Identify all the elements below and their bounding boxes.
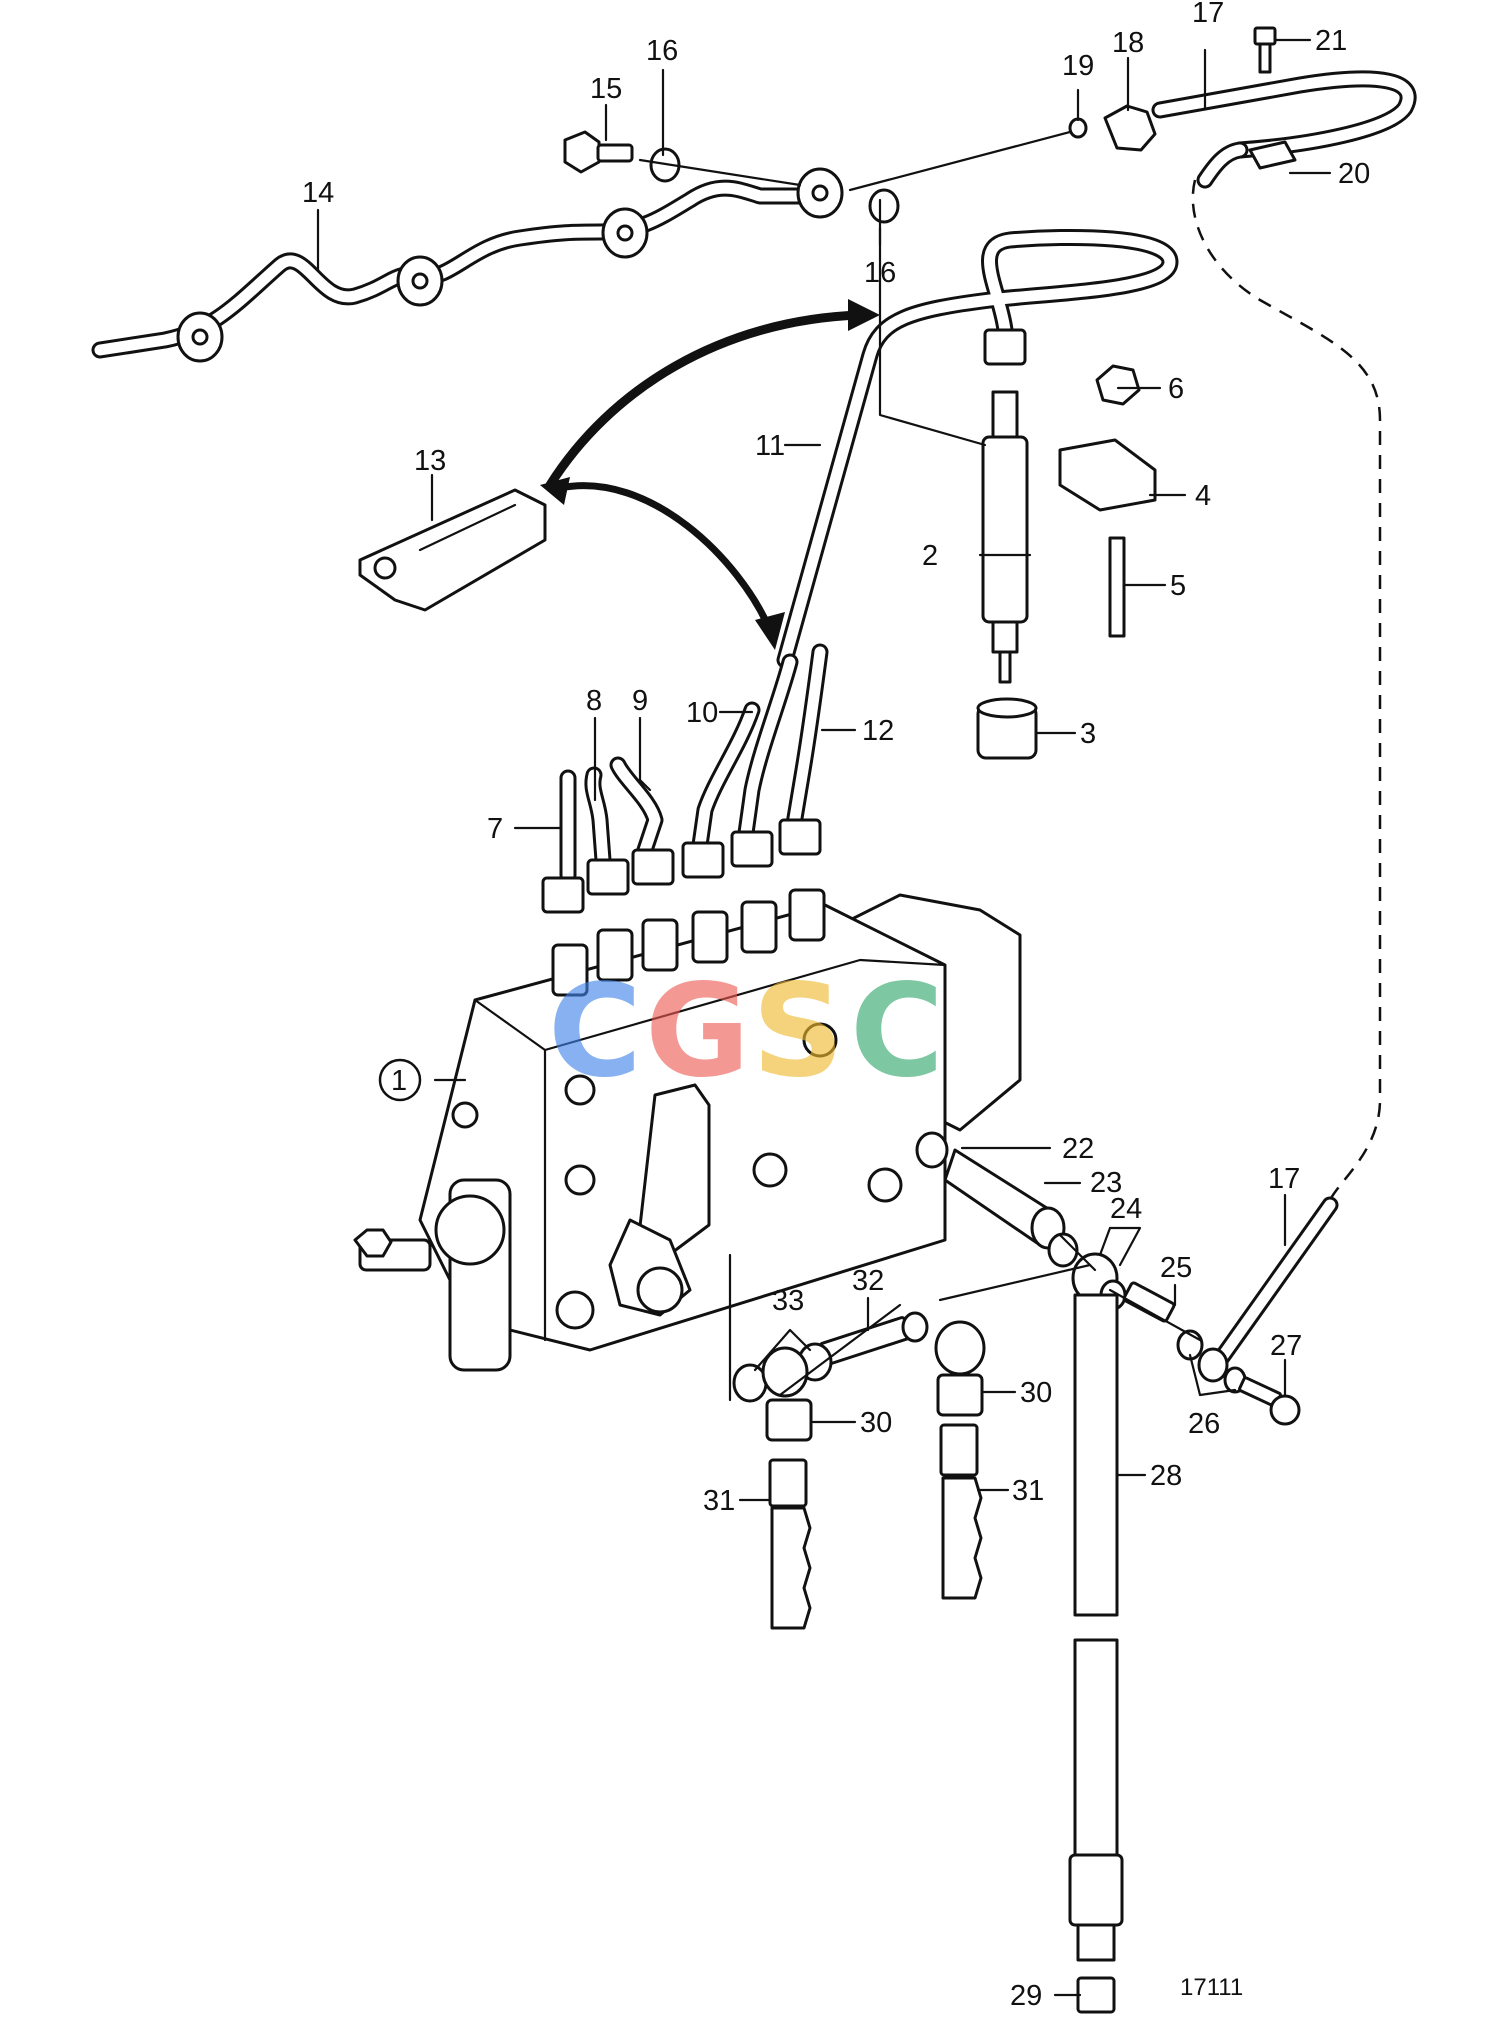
label-21: 21 [1315, 25, 1347, 57]
label-31-right: 31 [1012, 1475, 1044, 1507]
label-2: 2 [922, 540, 938, 572]
return-pipe-17-top [1151, 70, 1417, 189]
part-labels: 1 2 3 4 5 6 7 8 9 10 11 12 13 14 15 16 1… [302, 0, 1370, 2012]
bracket-13 [358, 488, 547, 612]
washer-24a [1047, 1232, 1079, 1268]
seal-19 [1068, 117, 1088, 139]
bolt-25 [1122, 1281, 1176, 1323]
label-27: 27 [1270, 1330, 1302, 1362]
label-28: 28 [1150, 1460, 1182, 1492]
nut-18 [1103, 104, 1157, 152]
injection-pipes-7-12 [559, 643, 829, 884]
watermark-c2: C [850, 957, 944, 1106]
label-31-left: 31 [703, 1485, 735, 1517]
label-30-left: 30 [860, 1407, 892, 1439]
washer-33a [732, 1363, 768, 1403]
label-7: 7 [487, 813, 503, 845]
label-19: 19 [1062, 50, 1094, 82]
leader-lines [316, 38, 1332, 1997]
nipple-29 [1076, 1976, 1116, 2014]
hose-nipple-31-left [768, 1458, 812, 1630]
label-4: 4 [1195, 480, 1211, 512]
screw-21 [1253, 26, 1277, 74]
pipe-nuts [541, 818, 822, 914]
overflow-valve-23 [943, 1148, 1066, 1250]
label-23: 23 [1090, 1167, 1122, 1199]
banjo-bolt-15 [563, 130, 634, 174]
assembly-arrows [540, 299, 880, 650]
hose-nipple-31-right [939, 1423, 983, 1600]
bolt-27 [1238, 1376, 1301, 1426]
label-1-circle [378, 1058, 422, 1102]
washer-22 [915, 1131, 949, 1169]
label-20: 20 [1338, 158, 1370, 190]
watermark: C G S C [548, 957, 944, 1106]
label-18: 18 [1112, 27, 1144, 59]
label-12: 12 [862, 715, 894, 747]
label-24: 24 [1110, 1193, 1142, 1225]
label-9: 9 [632, 685, 648, 717]
label-25: 25 [1160, 1252, 1192, 1284]
delivery-valves [551, 888, 826, 997]
hose-28 [1068, 1293, 1124, 2014]
label-16-upper: 16 [646, 35, 678, 67]
label-32: 32 [852, 1265, 884, 1297]
label-13: 13 [414, 445, 446, 477]
watermark-g: G [645, 957, 750, 1106]
label-3: 3 [1080, 718, 1096, 750]
injection-pump-1 [353, 893, 1022, 1372]
nut-6 [1095, 364, 1141, 406]
label-5: 5 [1170, 570, 1186, 602]
label-17-upper: 17 [1192, 0, 1224, 29]
label-15: 15 [590, 73, 622, 105]
label-22: 22 [1062, 1133, 1094, 1165]
banjo-bolt-32 [818, 1311, 929, 1366]
clamp-4 [1058, 438, 1157, 512]
label-8: 8 [586, 685, 602, 717]
nut-30-right [936, 1373, 984, 1417]
sleeve-3 [976, 697, 1038, 760]
routing-dashed-line [1191, 179, 1382, 1201]
label-14: 14 [302, 177, 334, 209]
watermark-s: S [752, 957, 844, 1106]
label-11: 11 [755, 430, 785, 462]
label-33: 33 [772, 1285, 804, 1317]
watermark-c1: C [548, 957, 642, 1106]
clamp-20 [1248, 140, 1297, 170]
label-26: 26 [1188, 1408, 1220, 1440]
leak-off-pipe [91, 167, 844, 363]
label-17-lower: 17 [1268, 1163, 1300, 1195]
label-10: 10 [686, 697, 718, 729]
injector-2 [981, 328, 1029, 684]
drawing-number: 17111 [1180, 1974, 1243, 2001]
nut-30-left [765, 1398, 813, 1442]
washer-16-lower [868, 188, 900, 224]
label-1: 1 [391, 1065, 407, 1097]
stud-5 [1108, 536, 1126, 638]
label-29: 29 [1010, 1980, 1042, 2012]
label-16-lower: 16 [864, 257, 896, 289]
delivery-pipe-11 [776, 228, 1179, 669]
label-30-right: 30 [1020, 1377, 1052, 1409]
label-6: 6 [1168, 373, 1184, 405]
